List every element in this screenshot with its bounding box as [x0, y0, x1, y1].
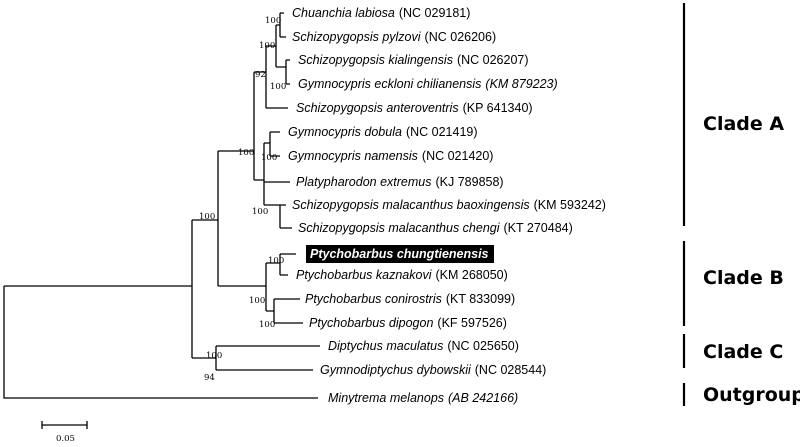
scale-bar-line — [41, 421, 88, 429]
bootstrap-value: 100 — [249, 296, 265, 306]
tree-branches — [3, 12, 320, 399]
taxon-label: Chuanchia labiosa(NC 029181) — [292, 6, 470, 20]
clade-a-label: Clade A — [703, 113, 784, 135]
bootstrap-value: 100 — [199, 212, 215, 222]
bootstrap-value: 100 — [259, 41, 275, 51]
root-branch — [3, 285, 318, 399]
taxon-label: Ptychobarbus dipogon(KF 597526) — [309, 316, 507, 330]
taxon-label: Schizopygopsis malacanthus baoxingensis(… — [292, 198, 606, 212]
ingroup-branch — [191, 219, 218, 359]
outgroup-label: Outgroup — [703, 384, 800, 406]
bootstrap-value: 100 — [261, 153, 277, 163]
taxon-label: Schizopygopsis kialingensis(NC 026207) — [298, 53, 529, 67]
highlight-box — [306, 245, 494, 263]
taxon-label: Platypharodon extremus(KJ 789858) — [296, 175, 504, 189]
clade-b-label: Clade B — [703, 267, 784, 289]
clade-b-branch — [265, 253, 303, 324]
bootstrap-value: 100 — [270, 82, 286, 92]
bootstrap-value: 92 — [255, 70, 266, 80]
taxon-label: Schizopygopsis anteroventris(KP 641340) — [296, 101, 533, 115]
taxon-label-highlighted: Ptychobarbus chungtienensis — [310, 247, 489, 261]
taxon-label: Gymnocypris dobula(NC 021419) — [288, 125, 478, 139]
taxon-labels: Chuanchia labiosa(NC 029181) Schizopygop… — [288, 6, 606, 405]
clade-a-branch — [253, 12, 292, 229]
bootstrap-value: 100 — [268, 256, 284, 266]
taxon-label: Gymnocypris eckloni chilianensis(KM 8792… — [298, 77, 558, 91]
taxon-label: Minytrema melanops(AB 242166) — [328, 391, 518, 405]
clade-c-branch — [215, 345, 320, 371]
clade-ab-branch — [217, 150, 266, 287]
bootstrap-value: 100 — [238, 148, 254, 158]
clade-c-label: Clade C — [703, 341, 783, 363]
taxon-label: Gymnocypris namensis(NC 021420) — [288, 149, 493, 163]
clade-brackets: Clade A Clade B Clade C Outgroup — [682, 3, 800, 406]
bootstrap-value: 94 — [204, 373, 215, 383]
taxon-label: Diptychus maculatus(NC 025650) — [328, 339, 519, 353]
taxon-label: Schizopygopsis malacanthus chengi(KT 270… — [298, 221, 573, 235]
taxon-label: Schizopygopsis pylzovi(NC 026206) — [292, 30, 496, 44]
taxon-label: Gymnodiptychus dybowskii(NC 028544) — [320, 363, 546, 377]
bootstrap-value: 100 — [265, 16, 281, 26]
taxon-label: Ptychobarbus conirostris(KT 833099) — [305, 292, 515, 306]
bootstrap-value: 100 — [259, 320, 275, 330]
bootstrap-value: 100 — [206, 351, 222, 361]
scale-bar-label: 0.05 — [56, 434, 75, 444]
bootstrap-values: 100 100 100 92 100 100 100 100 100 100 1… — [199, 16, 286, 383]
taxon-label: Ptychobarbus kaznakovi(KM 268050) — [296, 268, 508, 282]
bootstrap-value: 100 — [252, 207, 268, 217]
scale-bar: 0.05 — [41, 421, 88, 444]
